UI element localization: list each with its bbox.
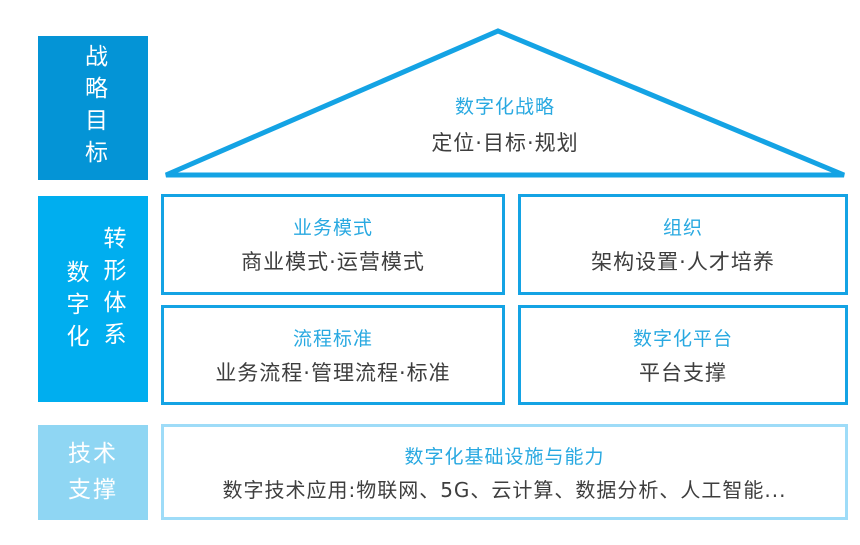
- rail-transformation-box: 数字化 转形体系: [38, 196, 148, 402]
- rail-strategy-box: 战略目标: [38, 36, 148, 180]
- rail-transformation-label-right: 转形体系: [99, 226, 125, 354]
- grid-cell-organization: 组织 架构设置·人才培养: [518, 194, 848, 295]
- rail-tech-support-label: 技术 支撑: [68, 437, 118, 508]
- grid-cell-business-model: 业务模式 商业模式·运营模式: [161, 194, 505, 295]
- roof-outline-shape: [161, 26, 849, 180]
- rail-tech-support-line1: 技术: [68, 440, 118, 467]
- grid-cell-process-standard: 流程标准 业务流程·管理流程·标准: [161, 305, 505, 405]
- rail-strategy-label: 战略目标: [80, 44, 107, 172]
- grid-cell-digital-platform: 数字化平台 平台支撑: [518, 305, 848, 405]
- rail-tech-support-line2: 支撑: [68, 476, 118, 503]
- cell-process-title: 流程标准: [292, 327, 373, 350]
- foundation-box: 数字化基础设施与能力 数字技术应用:物联网、5G、云计算、数据分析、人工智能..…: [161, 424, 848, 520]
- cell-process-subtitle: 业务流程·管理流程·标准: [215, 360, 451, 385]
- roof-triangle-icon: [165, 28, 845, 178]
- cell-business-subtitle: 商业模式·运营模式: [241, 250, 425, 274]
- cell-platform-subtitle: 平台支撑: [639, 360, 727, 385]
- cell-org-title: 组织: [662, 217, 703, 239]
- rail-transformation-columns: 数字化 转形体系: [62, 226, 125, 363]
- rail-transformation-label-left: 数字化: [62, 260, 88, 356]
- cell-org-subtitle: 架构设置·人才培养: [591, 250, 775, 274]
- rail-tech-support-box: 技术 支撑: [38, 425, 148, 520]
- cell-business-title: 业务模式: [292, 217, 373, 239]
- foundation-subtitle: 数字技术应用:物联网、5G、云计算、数据分析、人工智能...: [222, 477, 787, 502]
- cell-platform-title: 数字化平台: [632, 327, 733, 350]
- foundation-title: 数字化基础设施与能力: [404, 445, 605, 468]
